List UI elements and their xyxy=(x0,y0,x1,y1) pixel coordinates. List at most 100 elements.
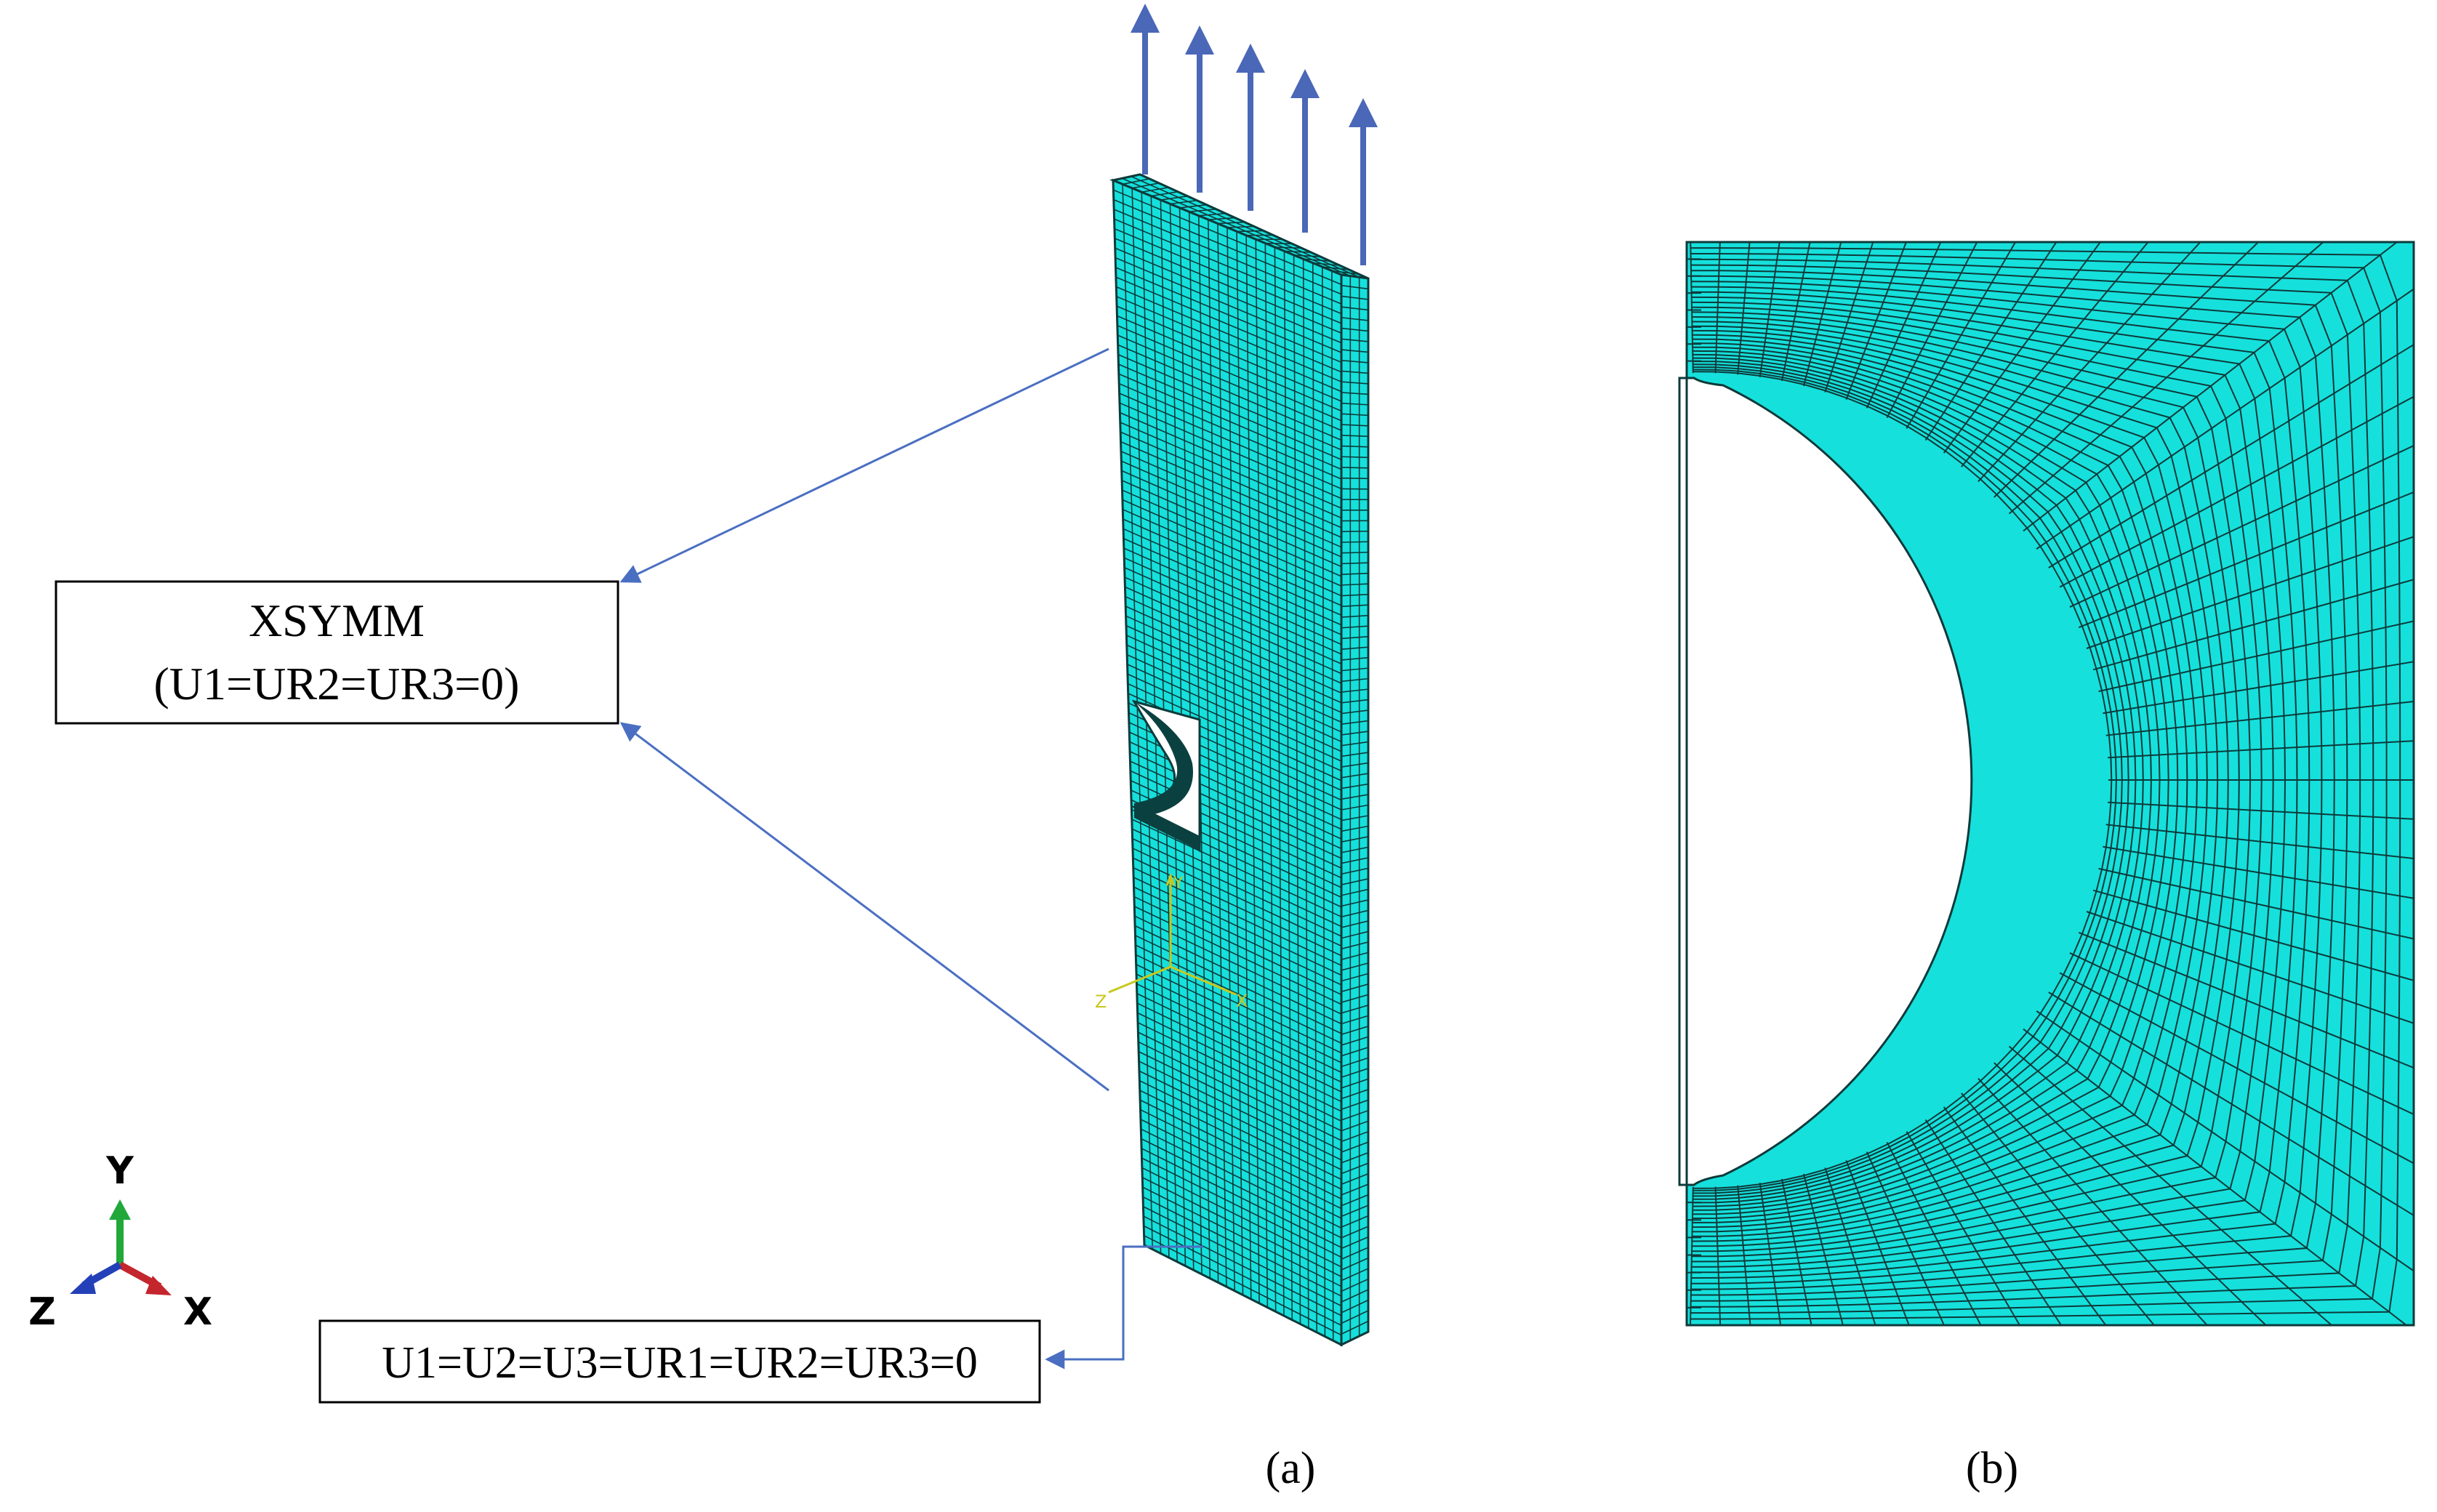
mesh-line xyxy=(1132,848,1341,947)
mesh-line xyxy=(1160,195,1188,201)
mesh-line xyxy=(1118,373,1341,470)
mesh-line xyxy=(1341,752,1368,757)
mesh-line xyxy=(1341,909,1368,917)
mesh-line xyxy=(1131,828,1341,928)
mesh-line xyxy=(1341,1057,1368,1068)
mesh-line xyxy=(1139,1079,1341,1181)
xsymm-callout-arrow-upper xyxy=(619,347,1109,583)
mesh-b-ring xyxy=(1692,342,2179,1219)
local-csys xyxy=(1108,872,1237,996)
mesh-line xyxy=(1341,1109,1368,1121)
mesh-b-ring xyxy=(1693,357,2144,1204)
mesh-line xyxy=(1341,962,1368,971)
mesh-line xyxy=(1341,656,1368,661)
mesh-line xyxy=(1341,445,1368,448)
mesh-line xyxy=(1124,566,1341,665)
mesh-line xyxy=(1119,393,1341,490)
mesh-line xyxy=(1341,392,1368,395)
global-triad-x-label: X xyxy=(183,1290,212,1334)
mesh-line xyxy=(1341,370,1368,374)
fixed-bc-box xyxy=(318,1319,1041,1404)
mesh-line xyxy=(1140,1119,1341,1219)
mesh-line xyxy=(1120,411,1341,509)
mesh-line xyxy=(1341,1205,1368,1218)
mesh-line xyxy=(1341,952,1368,960)
mesh-line xyxy=(1341,699,1368,704)
mesh-line xyxy=(1341,857,1368,864)
mesh-line xyxy=(1143,1225,1341,1326)
mesh-line xyxy=(1122,489,1341,587)
mesh-line xyxy=(1141,1167,1341,1268)
mesh-line xyxy=(1125,615,1341,713)
mesh-line xyxy=(1123,547,1341,646)
xsymm-callout-arrow-lower xyxy=(619,722,1109,1092)
mesh-line xyxy=(1134,925,1341,1025)
mesh-line xyxy=(1115,257,1341,353)
mesh-b-ring xyxy=(1690,275,2335,1290)
mesh-line xyxy=(1123,538,1341,635)
mesh-line xyxy=(1136,993,1341,1093)
mesh-line xyxy=(1136,983,1341,1083)
mesh-line xyxy=(1341,413,1368,417)
mesh-line xyxy=(1341,295,1368,300)
xsymm-title: XSYMM xyxy=(249,595,425,646)
mesh-line xyxy=(1122,178,1150,185)
mesh-line xyxy=(1129,751,1341,850)
local-csys-y-label: Y xyxy=(1173,874,1184,893)
notch xyxy=(1131,699,1201,853)
mesh-line xyxy=(1124,576,1341,675)
mesh-line xyxy=(1341,762,1368,768)
mesh-line xyxy=(1137,1021,1341,1122)
mesh-line xyxy=(1129,741,1341,840)
mesh-b-ring xyxy=(1692,316,2240,1247)
mesh-line xyxy=(1341,878,1368,885)
mesh-b-ring xyxy=(1690,253,2388,1314)
mesh-line xyxy=(1125,586,1341,684)
mesh-line xyxy=(1141,1177,1341,1278)
mesh-line xyxy=(1122,509,1341,606)
mesh-line xyxy=(1341,593,1368,597)
mesh-line xyxy=(1341,688,1368,693)
mesh-line xyxy=(1284,250,1312,254)
mesh-line xyxy=(1274,246,1302,249)
mesh-line xyxy=(1341,1299,1368,1314)
mesh-line xyxy=(1341,614,1368,618)
mesh-line xyxy=(1189,208,1216,213)
mesh-b-ring xyxy=(1692,338,2188,1223)
mesh-b-ring xyxy=(1690,247,2401,1320)
mesh-line xyxy=(1303,258,1330,262)
mesh-line xyxy=(1341,1141,1368,1153)
mesh-line xyxy=(1140,1109,1341,1210)
mesh-line xyxy=(1341,381,1368,385)
mesh-line xyxy=(1341,1289,1368,1303)
mesh-b-ring xyxy=(1691,301,2274,1263)
mesh-line xyxy=(1119,402,1341,499)
mesh-line xyxy=(1127,673,1341,772)
mesh-line xyxy=(1341,359,1368,363)
xsymm-box xyxy=(55,580,619,725)
mesh-line xyxy=(1170,199,1197,205)
global-triad-z-label: Z xyxy=(28,1290,56,1334)
mesh-line xyxy=(1341,402,1368,406)
mesh-line xyxy=(1341,1226,1368,1239)
mesh-b-ring xyxy=(1693,363,2129,1197)
mesh-line xyxy=(1341,1247,1368,1260)
mesh-line xyxy=(1341,920,1368,928)
mesh-line xyxy=(1133,886,1341,986)
mesh-b-ring xyxy=(1690,258,2374,1308)
mesh-line xyxy=(1144,1234,1341,1336)
mesh-line xyxy=(1341,284,1368,290)
mesh-line xyxy=(1138,1041,1341,1141)
mesh-line xyxy=(1341,1067,1368,1078)
mesh-line xyxy=(1341,667,1368,672)
mesh-line xyxy=(1131,819,1341,917)
mesh-line xyxy=(1115,276,1341,373)
mesh-line xyxy=(1341,677,1368,683)
mesh-line xyxy=(1322,266,1349,270)
mesh-line xyxy=(1151,191,1179,197)
mesh-b-ring xyxy=(1691,296,2287,1268)
mesh-line xyxy=(1179,204,1207,209)
mesh-line xyxy=(1139,1061,1341,1161)
mesh-line xyxy=(1130,770,1341,869)
